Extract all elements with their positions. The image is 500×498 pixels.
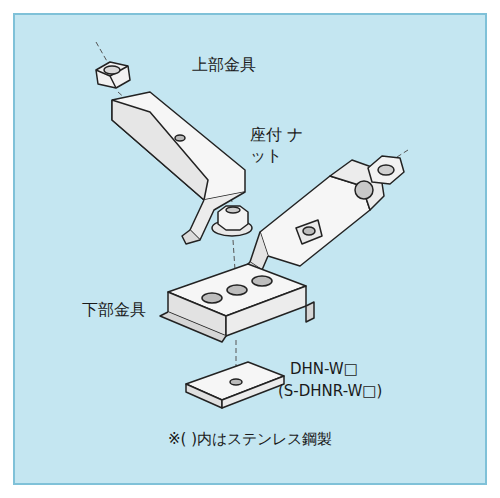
model-number: DHN-W□	[290, 360, 358, 380]
right-bracket	[244, 160, 384, 276]
flanged-nut	[212, 206, 252, 236]
top-nut	[96, 62, 130, 88]
model-number: (S-DHNR-W□)	[278, 382, 382, 402]
part-name: 下部金具	[82, 300, 146, 321]
center-lines	[96, 42, 408, 378]
panel-ground	[14, 14, 486, 484]
lower-bracket	[160, 264, 314, 342]
right-nut	[368, 156, 404, 184]
note: ※( )内はステンレス鋼製	[168, 430, 332, 450]
parts	[96, 62, 404, 408]
washer-plate	[186, 362, 284, 408]
part-name: 上部金具	[192, 55, 256, 76]
part-name: 座付 ナット	[250, 125, 304, 167]
